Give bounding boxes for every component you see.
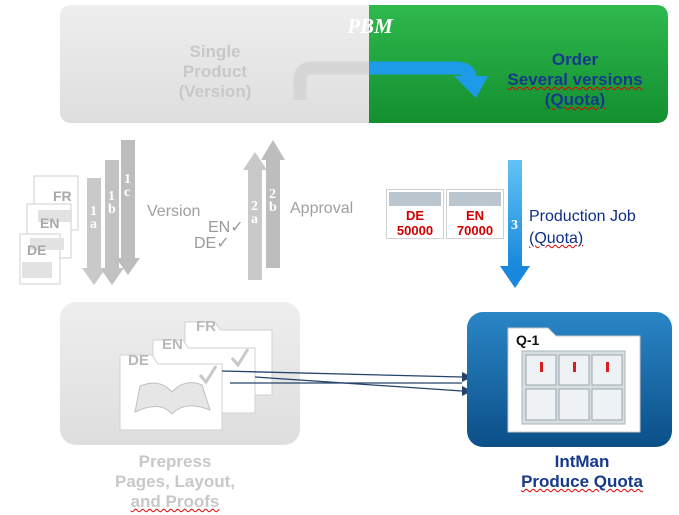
ticket-en-qty: 70000 bbox=[456, 223, 494, 238]
single-product-line1: Single bbox=[189, 42, 241, 61]
check-en-label: EN✓ bbox=[208, 219, 244, 236]
prepress-line2: Pages, Layout, bbox=[115, 472, 235, 491]
folder-de-label: DE bbox=[128, 352, 149, 369]
step-2b-label: 2 b bbox=[269, 187, 277, 215]
folder-fr-label: FR bbox=[196, 318, 216, 335]
print-sheet-marks bbox=[540, 362, 609, 372]
prepress-label: Prepress Pages, Layout, and Proofs bbox=[60, 452, 290, 512]
step-2a-arrow bbox=[243, 152, 267, 280]
doc-en-image bbox=[30, 238, 64, 250]
ticket-en-lang: EN bbox=[465, 208, 485, 223]
ticket-de: DE 50000 bbox=[386, 189, 444, 239]
ticket-de-image bbox=[389, 192, 441, 206]
single-product-line2: Product bbox=[182, 62, 248, 81]
prepress-line1: Prepress bbox=[138, 452, 212, 471]
step-1a-arrow bbox=[82, 178, 106, 285]
version-label: Version bbox=[147, 203, 201, 220]
intman-line2: Produce Quota bbox=[521, 472, 643, 491]
single-product-line3: (Version) bbox=[178, 82, 252, 101]
ticket-de-qty: 50000 bbox=[396, 223, 434, 238]
connector-arrows bbox=[221, 370, 463, 392]
order-line2: Several versions bbox=[507, 70, 643, 89]
order-label: Order Several versions (Quota) bbox=[470, 50, 679, 110]
step-1a-label: 1 a bbox=[90, 204, 97, 232]
step-3-arrow bbox=[500, 160, 530, 288]
doc-fr-label: FR bbox=[53, 188, 72, 204]
step-1c-label: 1 c bbox=[124, 172, 131, 200]
production-line1: Production Job bbox=[529, 208, 636, 225]
doc-de-label: DE bbox=[27, 242, 47, 258]
intman-line1: IntMan bbox=[554, 452, 610, 471]
production-line2: (Quota) bbox=[529, 230, 584, 247]
doc-de-image bbox=[22, 262, 52, 278]
doc-fr-image bbox=[38, 210, 72, 222]
ticket-en: EN 70000 bbox=[446, 189, 504, 239]
check-icon-de bbox=[198, 365, 218, 385]
step-2a-label: 2 a bbox=[251, 199, 258, 227]
pbm-title: PBM bbox=[347, 14, 393, 38]
check-icon-en bbox=[230, 348, 250, 368]
step-1b-label: 1 b bbox=[108, 189, 116, 217]
prepress-line3: and Proofs bbox=[130, 492, 220, 511]
ticket-en-image bbox=[449, 192, 501, 206]
single-product-label: Single Product (Version) bbox=[60, 42, 370, 102]
order-line3: (Quota) bbox=[544, 90, 606, 109]
banner-curve-grey bbox=[293, 61, 369, 100]
book-icon bbox=[134, 382, 211, 415]
step-1b-arrow bbox=[100, 160, 124, 285]
check-de-label: DE✓ bbox=[194, 235, 230, 252]
q1-folder-label: Q-1 bbox=[516, 332, 540, 348]
doc-en-label: EN bbox=[40, 215, 60, 231]
folder-en-label: EN bbox=[162, 336, 183, 353]
ticket-de-lang: DE bbox=[405, 208, 425, 223]
step-3-label: 3 bbox=[511, 218, 518, 233]
approval-label: Approval bbox=[290, 200, 354, 217]
intman-label: IntMan Produce Quota bbox=[492, 452, 672, 492]
step-1c-arrow bbox=[116, 140, 140, 275]
order-line1: Order bbox=[551, 50, 599, 69]
pbm-grey-section bbox=[60, 5, 369, 123]
banner-arrowhead bbox=[454, 76, 488, 98]
pbm-green-section bbox=[369, 5, 668, 123]
step-2b-arrow bbox=[261, 140, 285, 268]
production-job-label: Production Job (Quota) bbox=[529, 206, 636, 250]
